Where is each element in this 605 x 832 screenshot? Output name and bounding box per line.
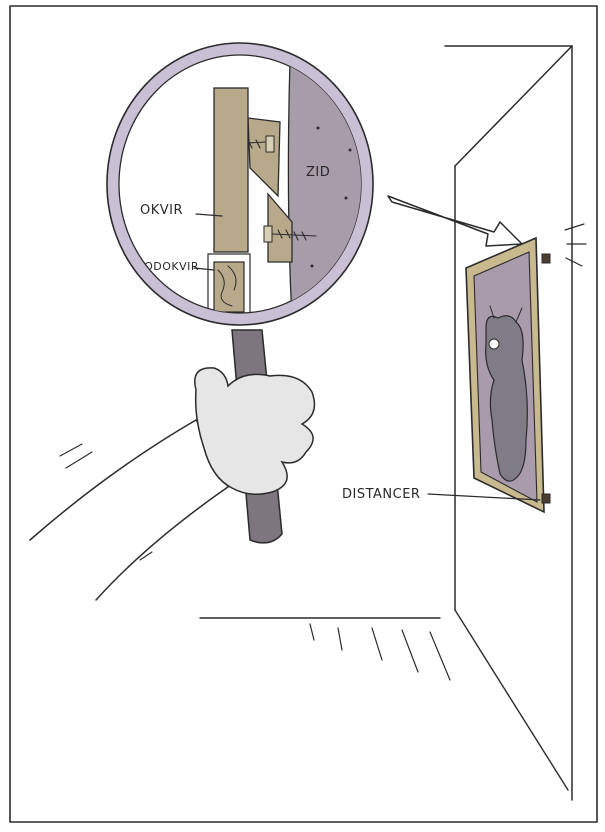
spacer-bottom	[542, 494, 550, 503]
label-wall: ZID	[306, 165, 330, 180]
hanging-picture	[466, 224, 586, 512]
spacer-top	[542, 254, 550, 263]
label-distancer: DISTANCER	[342, 487, 420, 502]
glove-hand	[195, 368, 315, 494]
frame-board	[214, 88, 248, 252]
label-frame: OKVIR	[140, 203, 183, 218]
